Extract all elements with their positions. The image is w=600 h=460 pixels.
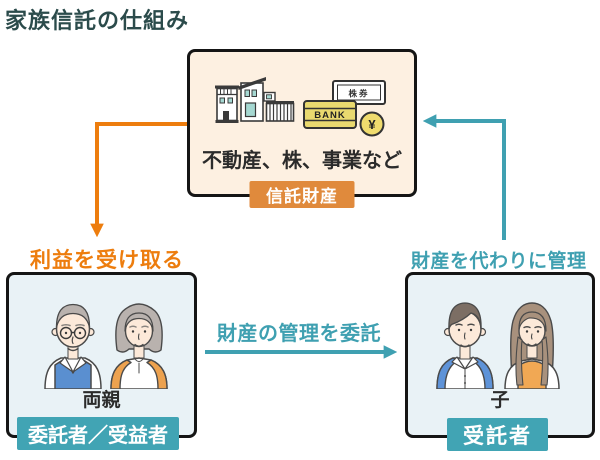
children-illustration	[425, 287, 575, 389]
trust-asset-badge: 信託財産	[249, 181, 355, 208]
parents-box: 両親 委託者／受益者	[6, 272, 197, 450]
children-caption: 子	[490, 390, 510, 411]
yen-coin-icon: ¥	[359, 111, 385, 137]
parents-badge: 委託者／受益者	[17, 417, 179, 450]
yen-coin-label: ¥	[368, 117, 376, 132]
page-title: 家族信託の仕組み	[5, 8, 190, 33]
bank-card-icon: BANK	[303, 100, 357, 129]
arrow-receive-benefits	[90, 122, 187, 238]
stock-certificate-icon: 株券	[332, 80, 386, 105]
arrow-manage-on-behalf	[422, 114, 506, 240]
trust-asset-box: 株券 BANK ¥ 不動産、株、事業など 信託財産	[187, 49, 417, 208]
label-entrust-management: 財産の管理を委託	[217, 323, 381, 345]
bank-card-label: BANK	[314, 110, 345, 121]
children-box: 子 受託者	[405, 272, 595, 451]
label-receive-benefits: 利益を受け取る	[30, 249, 184, 272]
parents-caption: 両親	[82, 390, 121, 411]
assets-icons: 株券 BANK ¥	[303, 80, 386, 137]
house-icon	[215, 77, 295, 123]
stock-certificate-label: 株券	[348, 89, 369, 99]
trust-asset-caption: 不動産、株、事業など	[202, 150, 402, 172]
children-badge: 受託者	[447, 418, 548, 451]
parents-illustration	[27, 287, 177, 389]
label-manage-on-behalf: 財産を代わりに管理	[411, 251, 587, 272]
